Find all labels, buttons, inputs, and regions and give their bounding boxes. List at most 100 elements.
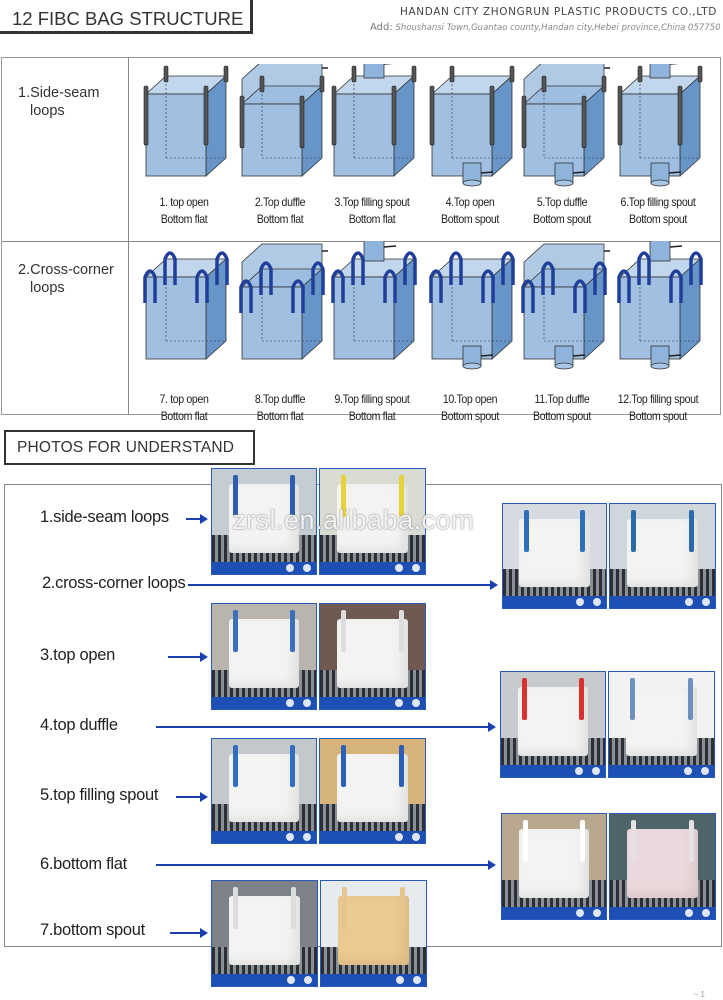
arrow-icon [188,580,498,590]
logo-icon [592,767,600,775]
photo-cross-corner-2 [609,503,716,609]
strap [521,678,527,721]
photo-side-seam-1 [211,468,317,575]
strap [580,510,586,552]
structure-title: 12 FIBC BAG STRUCTURE [12,8,244,29]
structure-title-box: 12 FIBC BAG STRUCTURE [0,0,253,34]
photo-caption-bar [609,765,714,777]
bag-caption-line2: Bottom flat [256,212,304,226]
photo-top-duffle-1 [500,671,606,778]
photo-caption-bar [503,596,606,608]
bag-photo [336,618,409,688]
strap [232,745,238,787]
bag-caption-line1: 1. top open [159,195,209,209]
strap [290,610,296,653]
company-address: Add: Shoushansi Town,Guantao county,Hand… [370,22,721,33]
badge-icon [396,976,404,984]
bag-icon [617,241,703,370]
bag-photo [626,828,699,898]
watermark: zrsl.en.alibaba.com [232,505,475,535]
photo-bottom-flat-1 [501,813,607,920]
photo-label-bottom-spout: 7.bottom spout [40,921,145,939]
page-mark: ~ 1 [693,990,705,999]
photo-side-seam-2 [319,468,426,575]
strap [689,510,694,552]
bag-caption-line2: Bottom spout [533,409,591,423]
row-label-line2: loops [30,280,65,296]
logo-icon [303,564,311,572]
row-label-line1: 1.Side-seam [18,85,100,101]
logo-icon [412,833,420,841]
bag-caption-line2: Bottom spout [441,212,499,226]
arrow-icon [168,652,208,662]
bag-photo [228,895,301,965]
bag-photo [337,895,410,965]
photo-caption-bar [320,562,425,574]
bag-caption-line2: Bottom spout [441,409,499,423]
strap [342,887,347,930]
bag-photo [336,483,409,553]
row-label-line2: loops [30,103,65,119]
photos-title: PHOTOS FOR UNDERSTAND [17,439,235,456]
photo-caption-bar [212,562,316,574]
logo-icon [702,909,710,917]
photo-label-side-seam: 1.side-seam loops [40,508,169,526]
strap [400,887,405,930]
badge-icon [576,598,584,606]
photo-top-open-2 [319,603,426,710]
arrow-icon [156,860,496,870]
bag-photo [228,753,300,823]
badge-icon [576,909,584,917]
photo-bottom-spout-1 [211,880,318,987]
photo-caption-bar [320,697,425,709]
badge-icon [286,699,294,707]
badge-icon [684,767,692,775]
bag-photo [228,618,300,688]
bag-icon [239,243,328,360]
photo-label-top-filling-spout: 5.top filling spout [40,786,159,804]
address-label: Add: [370,22,393,33]
logo-icon [303,699,311,707]
photo-caption-bar [212,697,316,709]
strap [232,610,238,653]
bag-caption-line1: 9.Top filling spout [334,392,410,406]
logo-icon [701,767,709,775]
strap [399,745,404,787]
bag-caption-line1: 4.Top open [445,195,495,209]
logo-icon [593,909,601,917]
logo-icon [412,699,420,707]
photo-top-duffle-2 [608,671,715,778]
bag-caption-line1: 7. top open [159,392,209,406]
badge-icon [395,833,403,841]
photo-top-open-1 [211,603,317,710]
bag-icon [239,64,328,177]
strap [341,610,346,653]
photo-label-cross-corner: 2.cross-corner loops [42,574,186,592]
strap [631,820,636,863]
badge-icon [575,767,583,775]
bag-icon [429,251,515,370]
arrow-icon [186,514,208,524]
bag-icon [429,65,515,187]
bag-icon [617,64,703,187]
strap [232,475,238,518]
logo-icon [304,976,312,984]
badge-icon [395,699,403,707]
company-name: HANDAN CITY ZHONGRUN PLASTIC PRODUCTS CO… [400,6,717,18]
photo-caption-bar [610,596,715,608]
photo-top-filling-spout-2 [319,738,426,844]
bag-caption-line2: Bottom spout [629,409,687,423]
strap [233,887,238,930]
bag-icon [521,64,610,187]
bag-caption-line2: Bottom flat [160,212,208,226]
strap [523,510,529,552]
bag-caption-line2: Bottom flat [348,212,396,226]
strap [399,475,404,518]
photo-label-top-open: 3.top open [40,646,115,664]
bag-structure-table: 1.Side-seam loops 2.Cross-corner loops 1… [1,57,721,423]
strap [399,610,404,653]
